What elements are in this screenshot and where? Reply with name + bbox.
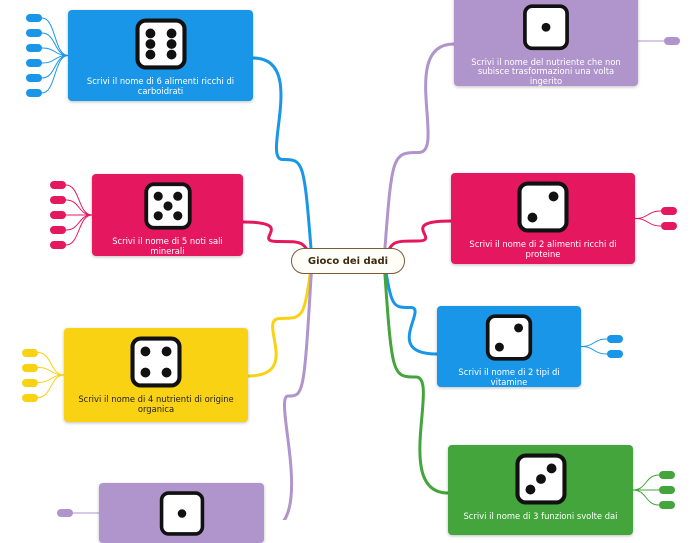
node-label: Scrivi il nome di 2 alimenti ricchi di p…: [469, 239, 617, 259]
die-pip: [541, 22, 551, 32]
subitem-pill-minerals[interactable]: [50, 241, 66, 249]
die-pip: [527, 212, 538, 223]
die-pip: [161, 346, 172, 357]
branch-connector-carbohydrates: [251, 56, 314, 263]
subitem-connector: [65, 214, 93, 246]
subitem-pill-organic-nutrients[interactable]: [22, 363, 38, 372]
die-pip: [166, 39, 176, 49]
subitem-connector: [37, 374, 65, 398]
node-untransformed-nutrient[interactable]: Scrivi il nome del nutriente che non sub…: [454, 0, 638, 86]
node-label: Scrivi il nome di 4 nutrienti di origine…: [78, 394, 234, 414]
node-label: Scrivi il nome di 6 alimenti ricchi di c…: [86, 76, 235, 96]
node-label: Scrivi il nome del nutriente che non sub…: [471, 56, 621, 86]
branch-connector-functions: [382, 259, 450, 495]
node-organic-nutrients[interactable]: Scrivi il nome di 4 nutrienti di origine…: [64, 328, 248, 422]
die-pip: [153, 211, 163, 221]
die-pip: [514, 323, 524, 333]
die-pip: [546, 463, 556, 474]
die-pip: [161, 367, 172, 378]
die-five-icon: [143, 182, 192, 230]
subitem-pill-functions[interactable]: [659, 486, 675, 494]
subitem-pill-proteins[interactable]: [661, 207, 677, 215]
die-pip: [162, 201, 173, 211]
subitem-connector: [632, 474, 660, 491]
node-carbohydrates[interactable]: Scrivi il nome di 6 alimenti ricchi di c…: [68, 10, 253, 101]
subitem-pill-carbohydrates[interactable]: [26, 14, 42, 22]
die-six-icon: [134, 18, 187, 70]
subitem-pill-minerals[interactable]: [50, 226, 66, 234]
connector-layer: [37, 17, 665, 520]
node-vitamins[interactable]: Scrivi il nome di 2 tipi di vitamine: [437, 306, 581, 387]
die-three-icon: [514, 453, 567, 505]
subitem-pill-carbohydrates[interactable]: [26, 74, 42, 82]
subitem-pill-organic-nutrients[interactable]: [22, 348, 38, 357]
die-pip: [140, 346, 151, 357]
die-pip: [548, 191, 559, 202]
subitem-pill-carbohydrates[interactable]: [26, 89, 42, 97]
root-node[interactable]: Gioco dei dadi: [291, 248, 405, 274]
subitem-connector: [634, 218, 662, 227]
die-one-icon: [523, 4, 569, 51]
die-pip: [153, 191, 163, 201]
subitem-connector: [634, 210, 662, 219]
die-pip: [525, 484, 535, 495]
subitem-pill-bottom-left[interactable]: [57, 509, 73, 517]
branch-connector-minerals: [241, 220, 314, 263]
node-functions[interactable]: Scrivi il nome di 3 funzioni svolte dai: [448, 445, 633, 535]
die-pip: [145, 39, 155, 49]
node-bottom-left[interactable]: [99, 483, 264, 543]
subitem-pill-carbohydrates[interactable]: [26, 59, 42, 67]
die-pip: [172, 191, 182, 201]
branch-connector-proteins: [382, 219, 453, 263]
subitem-pill-minerals[interactable]: [50, 181, 66, 189]
subitem-connector: [41, 55, 69, 94]
die-pip: [177, 509, 186, 518]
subitem-pill-functions[interactable]: [659, 471, 675, 479]
die-four-icon: [130, 336, 182, 388]
die-pip: [494, 342, 504, 352]
die-pip: [535, 474, 546, 484]
subitem-connector: [580, 346, 608, 355]
node-minerals[interactable]: Scrivi il nome di 5 noti sali minerali: [92, 174, 243, 256]
subitem-pill-minerals[interactable]: [50, 211, 66, 219]
branch-connector-organic-nutrients: [246, 259, 314, 378]
branch-connector-bottom-left: [282, 259, 314, 520]
node-label: Scrivi il nome di 2 tipi di vitamine: [458, 367, 560, 387]
die-two-icon: [485, 314, 533, 361]
subitem-connector: [65, 184, 93, 216]
subitem-pill-minerals[interactable]: [50, 196, 66, 204]
die-pip: [166, 28, 176, 39]
root-title: Gioco dei dadi: [307, 255, 389, 267]
node-proteins[interactable]: Scrivi il nome di 2 alimenti ricchi di p…: [451, 173, 635, 264]
subitem-connector: [65, 214, 93, 231]
subitem-pill-untransformed-nutrient[interactable]: [664, 37, 680, 45]
subitem-connector: [580, 338, 608, 347]
die-pip: [145, 49, 155, 60]
subitem-pill-functions[interactable]: [659, 501, 675, 509]
subitem-pill-carbohydrates[interactable]: [26, 44, 42, 52]
subitem-pill-organic-nutrients[interactable]: [22, 378, 38, 387]
subitem-connector: [41, 17, 69, 56]
subitem-connector: [632, 489, 660, 506]
node-label: Scrivi il nome di 5 noti sali minerali: [112, 236, 223, 256]
die-pip: [145, 28, 155, 39]
subitem-connector: [65, 199, 93, 216]
die-pip: [166, 49, 176, 60]
subitem-pill-proteins[interactable]: [661, 222, 677, 230]
branch-connector-vitamins: [382, 259, 439, 356]
branch-connector-untransformed-nutrient: [382, 42, 456, 263]
die-two-icon: [517, 181, 569, 233]
die-pip: [140, 367, 151, 378]
subitem-pill-vitamins[interactable]: [607, 335, 623, 343]
subitem-pill-carbohydrates[interactable]: [26, 29, 42, 37]
subitem-pill-organic-nutrients[interactable]: [22, 393, 38, 402]
node-label: Scrivi il nome di 3 funzioni svolte dai: [463, 511, 618, 521]
subitem-pill-vitamins[interactable]: [607, 350, 623, 358]
die-pip: [172, 211, 182, 221]
die-one-icon: [159, 491, 204, 536]
